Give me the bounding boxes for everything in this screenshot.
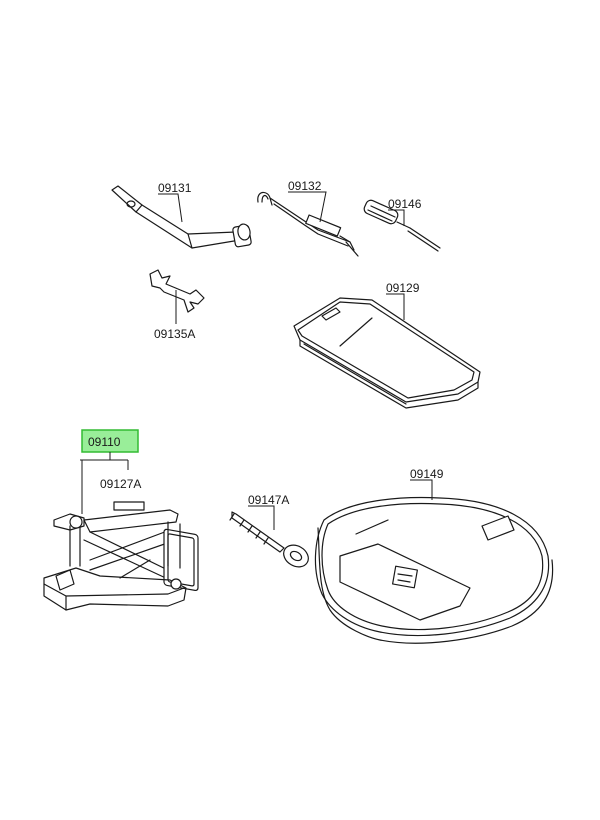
part-label-09147A: 09147A — [248, 493, 289, 507]
highlight-callout-09110[interactable]: 09110 — [81, 429, 139, 453]
part-label-09110: 09110 — [88, 435, 121, 449]
part-label-09127A: 09127A — [100, 477, 141, 491]
open-end-wrench-icon — [149, 269, 205, 324]
part-label-09132: 09132 — [288, 179, 322, 193]
part-label-09149: 09149 — [410, 467, 444, 481]
part-label-09146: 09146 — [388, 197, 422, 211]
hook-rod-icon — [257, 191, 359, 257]
screwdriver-icon — [363, 199, 441, 252]
tool-case-icon — [314, 479, 554, 644]
part-label-09129: 09129 — [386, 281, 420, 295]
tool-bag-icon — [293, 293, 481, 409]
eye-bolt-icon — [229, 505, 309, 568]
lug-wrench-icon — [111, 185, 252, 249]
part-label-09135A: 09135A — [154, 327, 195, 341]
part-label-09131: 09131 — [158, 181, 192, 195]
label-plate-icon — [113, 501, 145, 511]
scissor-jack-icon — [43, 509, 199, 611]
